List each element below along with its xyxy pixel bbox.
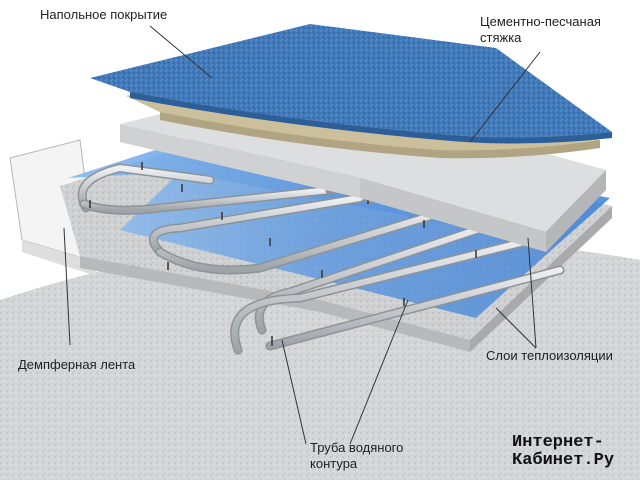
water-pipe-loop: [77, 163, 565, 355]
label-screed: Цементно-песчаная стяжка: [480, 14, 601, 45]
label-water-pipe: Труба водяного контура: [310, 440, 404, 471]
watermark: Интернет- Кабинет.Ру: [512, 433, 615, 470]
label-floor-covering: Напольное покрытие: [40, 7, 168, 22]
label-damper-tape: Демпферная лента: [18, 357, 136, 372]
leader-lines: [63, 25, 541, 445]
label-insulation-layers: Слои теплоизоляции: [486, 348, 613, 363]
floor-covering: [90, 24, 612, 144]
